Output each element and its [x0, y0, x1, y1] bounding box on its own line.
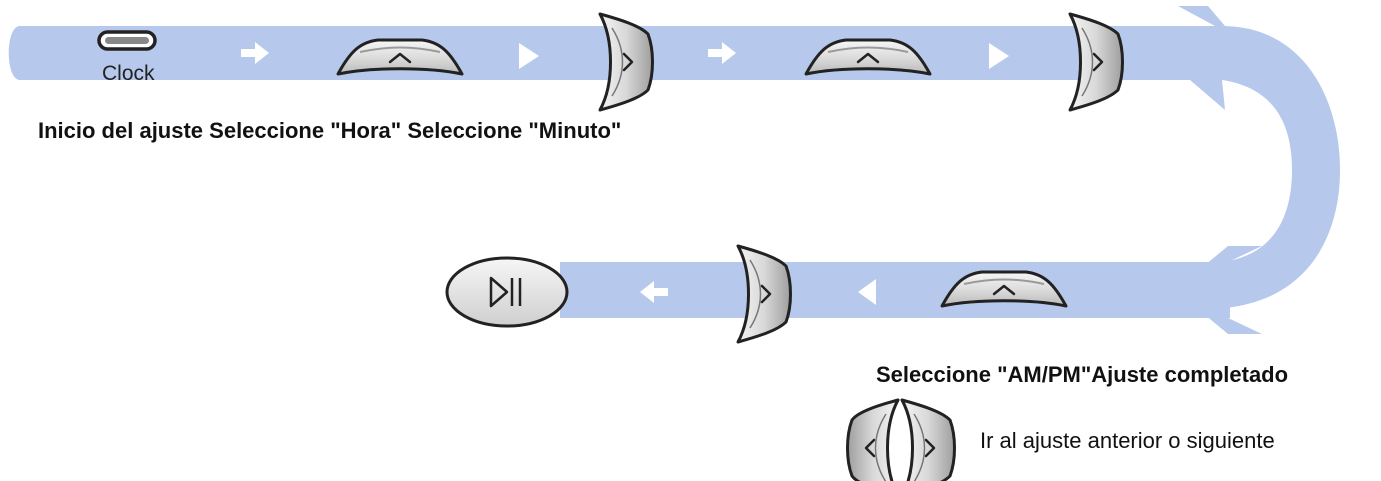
legend-text: Ir al ajuste anterior o siguiente [980, 428, 1275, 453]
flow-band-return-arrowhead [1175, 246, 1262, 334]
caption-bottom: Seleccione "AM/PM"Ajuste completado [876, 362, 1289, 387]
step-triangle-icon [519, 43, 539, 69]
step-arrow-icon [708, 42, 736, 64]
next-right-button-icon [598, 12, 654, 112]
caption-top: Inicio del ajuste Seleccione "Hora" Sele… [38, 118, 622, 143]
step-arrow-icon [640, 281, 668, 303]
up-arrow-button-icon [804, 38, 932, 76]
play-pause-button-icon [445, 256, 569, 328]
step-triangle-icon [858, 279, 876, 305]
clock-button-icon: Clock [97, 30, 157, 85]
clock-button-label: Clock [102, 62, 155, 85]
flow-band [8, 6, 1340, 334]
prev-next-pair-icon [846, 398, 956, 481]
step-arrow-icon [241, 42, 269, 64]
step-triangle-icon [989, 43, 1009, 69]
step-markers [241, 42, 1009, 305]
up-arrow-button-icon [940, 270, 1068, 308]
up-arrow-button-icon [336, 38, 464, 76]
next-right-button-icon [1068, 12, 1124, 112]
next-right-button-icon [736, 244, 792, 344]
